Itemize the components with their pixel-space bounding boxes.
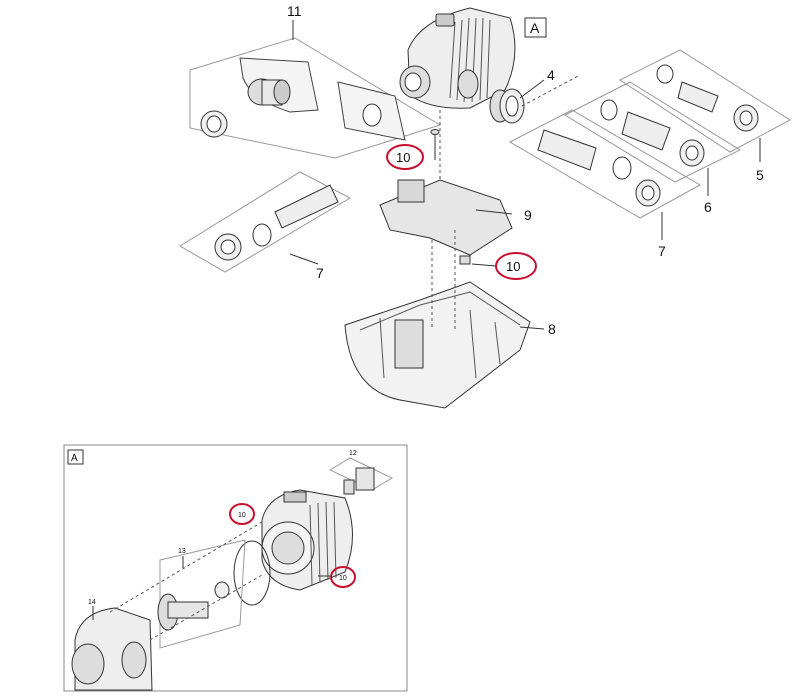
- inset-marker-box: A: [524, 17, 547, 38]
- inset-marker-a: A: [71, 453, 78, 464]
- label-9: 9: [524, 207, 532, 223]
- label-11: 11: [287, 3, 302, 19]
- label-inset-10-b: 10: [339, 575, 347, 582]
- panel-7-left-group: [179, 171, 352, 273]
- clip-10: [459, 255, 471, 265]
- panel-5-group: [618, 49, 791, 153]
- label-14: 14: [88, 599, 96, 606]
- nut-4: [489, 88, 525, 124]
- bracket-9: [379, 179, 513, 256]
- label-7-left: 7: [316, 265, 324, 281]
- screw-top: [430, 129, 440, 160]
- highlight-inset-10-b: [330, 566, 356, 588]
- label-8: 8: [548, 321, 556, 337]
- panel-7-right-group: [508, 109, 702, 219]
- highlight-inset-10-a: [229, 503, 255, 525]
- base-8: [344, 281, 531, 409]
- label-10-mid: 10: [506, 259, 520, 274]
- panel-11-group: [189, 37, 442, 159]
- highlight-10-mid: [495, 252, 537, 280]
- label-inset-10-a: 10: [238, 512, 246, 519]
- label-4: 4: [547, 67, 555, 83]
- label-13: 13: [178, 548, 186, 555]
- assembly-lines: [431, 74, 581, 330]
- inset-panel: A 12 10 10 13 14: [63, 444, 408, 692]
- label-10-top: 10: [396, 150, 410, 165]
- label-12: 12: [349, 450, 357, 457]
- pump-housing: [399, 7, 516, 109]
- panel-6-group: [563, 81, 742, 183]
- label-5: 5: [756, 167, 764, 183]
- inset-marker-label: A: [530, 20, 540, 36]
- highlight-10-top: [386, 144, 424, 170]
- label-6: 6: [704, 199, 712, 215]
- label-7-right: 7: [658, 243, 666, 259]
